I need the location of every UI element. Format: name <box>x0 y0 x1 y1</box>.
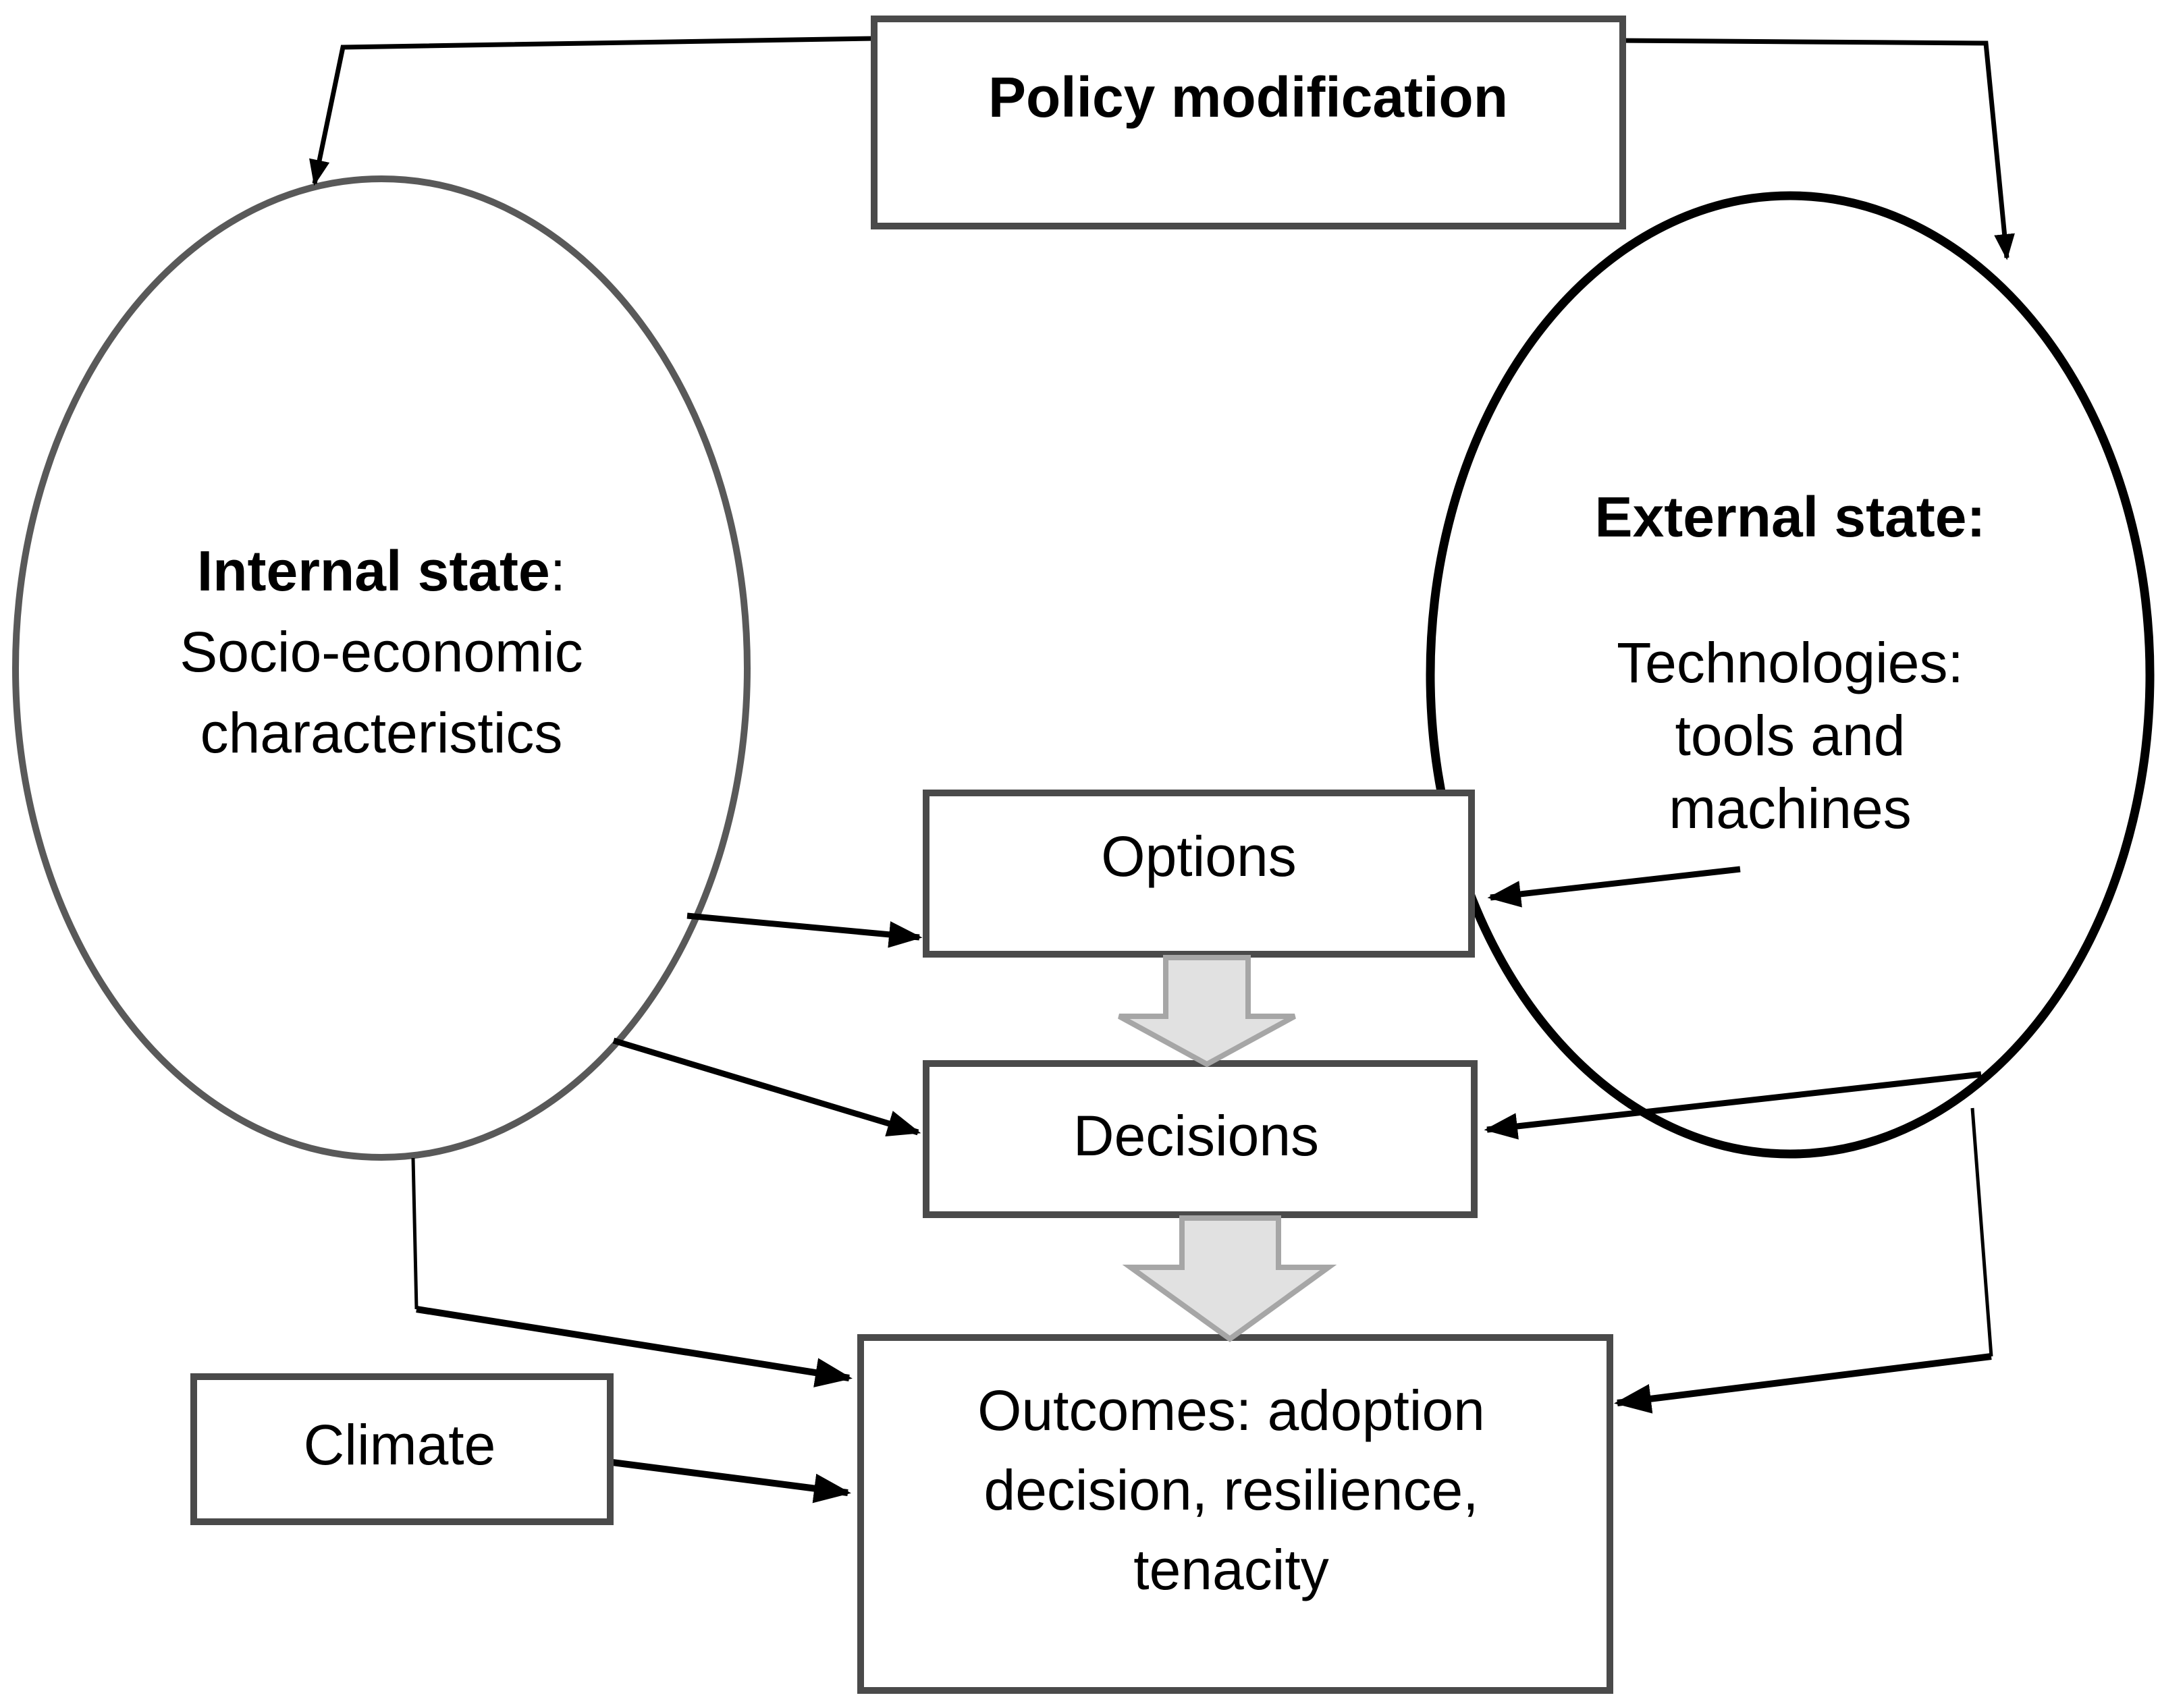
external-state-line2: Technologies: <box>1617 631 1964 694</box>
internal-state-title: Internal state: <box>197 539 566 603</box>
arrow-external-to-outcomes <box>1614 1353 1992 1414</box>
external-state-line4: machines <box>1669 777 1912 840</box>
internal-ellipse-drop-line <box>411 1157 419 1310</box>
outcomes-line3: tenacity <box>1133 1538 1329 1601</box>
outcomes-box <box>857 1334 1613 1694</box>
arrow-policy-to-internal <box>309 36 875 186</box>
decisions-box <box>923 1060 1478 1218</box>
arrow-external-to-options <box>1487 866 1741 908</box>
external-state-title: External state: <box>1595 485 1986 549</box>
outcomes-line2: decision, resilience, <box>983 1458 1478 1522</box>
internal-state-line2: Socio-economic <box>180 620 583 684</box>
internal-state-title-bold: Internal state <box>197 539 550 603</box>
block-arrow-decisions-to-outcomes <box>1122 1215 1337 1342</box>
arrow-policy-to-external <box>1622 38 2015 260</box>
policy-modification-label: Policy modification <box>988 65 1508 129</box>
policy-modification-box <box>871 16 1626 229</box>
external-ellipse-drop-line <box>1970 1107 1993 1357</box>
internal-state-title-colon: : <box>550 539 566 603</box>
options-box <box>923 790 1475 958</box>
decisions-label: Decisions <box>1073 1104 1319 1167</box>
arrow-internal-to-decisions <box>612 1037 921 1136</box>
arrow-climate-to-outcomes <box>612 1459 851 1504</box>
internal-state-line3: characteristics <box>200 701 563 765</box>
arrow-internal-to-outcomes <box>416 1306 853 1387</box>
outcomes-line1: Outcomes: adoption <box>977 1379 1485 1442</box>
climate-box <box>190 1373 614 1525</box>
external-state-line3: tools and <box>1675 704 1906 767</box>
block-arrow-options-to-decisions <box>1118 955 1296 1068</box>
external-state-ellipse <box>1426 191 2155 1159</box>
arrow-external-to-decisions <box>1484 1071 1982 1140</box>
climate-label: Climate <box>304 1413 496 1477</box>
arrow-internal-to-options <box>686 912 923 948</box>
options-label: Options <box>1101 825 1297 888</box>
internal-state-ellipse <box>12 175 751 1161</box>
